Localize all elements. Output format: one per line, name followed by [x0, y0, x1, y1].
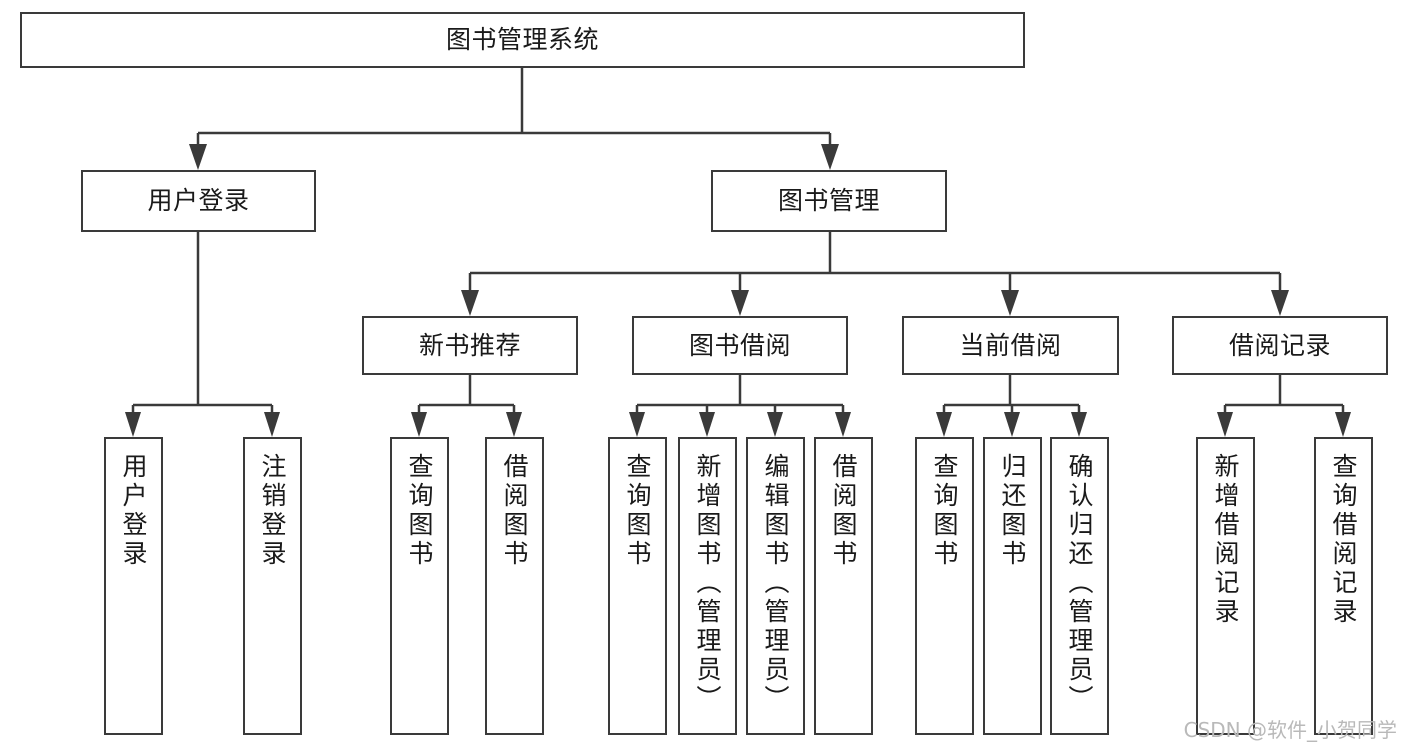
node-book-borrow[interactable]: 图书借阅: [632, 316, 848, 375]
node-label: 用户登录: [119, 453, 148, 569]
node-root-book-management-system[interactable]: 图书管理系统: [20, 12, 1025, 68]
node-leaf-add-borrow-record[interactable]: 新增借阅记录: [1196, 437, 1255, 735]
node-label: 归还图书: [998, 453, 1027, 569]
node-leaf-query-book-2[interactable]: 查询图书: [608, 437, 667, 735]
arrow-leaf-edit-book: [767, 412, 783, 437]
node-label: 用户登录: [147, 186, 250, 215]
node-leaf-return-book[interactable]: 归还图书: [983, 437, 1042, 735]
arrow-leaf-return-book: [1004, 412, 1020, 437]
node-new-book-recommend[interactable]: 新书推荐: [362, 316, 578, 375]
node-label: 查询借阅记录: [1329, 453, 1358, 627]
watermark-text: CSDN @软件_小贺同学: [1183, 718, 1397, 742]
node-label: 借阅图书: [500, 453, 529, 569]
arrow-leaf-borrow-book-2: [835, 412, 851, 437]
node-label: 新增图书（管理员）: [693, 453, 722, 714]
node-label: 编辑图书（管理员）: [761, 453, 790, 714]
node-label: 借阅记录: [1228, 330, 1331, 360]
node-leaf-borrow-book-1[interactable]: 借阅图书: [485, 437, 544, 735]
node-label: 查询图书: [623, 453, 652, 569]
node-leaf-query-book-1[interactable]: 查询图书: [390, 437, 449, 735]
arrow-leaf-query-book-2: [629, 412, 645, 437]
node-leaf-user-login[interactable]: 用户登录: [104, 437, 163, 735]
arrow-leaf-user-login: [125, 412, 141, 437]
arrow-leaf-add-book: [699, 412, 715, 437]
node-label: 确认归还（管理员）: [1065, 453, 1094, 714]
node-leaf-confirm-return[interactable]: 确认归还（管理员）: [1050, 437, 1109, 735]
node-book-management[interactable]: 图书管理: [711, 170, 947, 232]
arrow-leaf-query-book-3: [936, 412, 952, 437]
node-leaf-logout-login[interactable]: 注销登录: [243, 437, 302, 735]
arrow-borrow-record: [1271, 290, 1289, 316]
arrow-book-borrow: [731, 290, 749, 316]
node-leaf-edit-book[interactable]: 编辑图书（管理员）: [746, 437, 805, 735]
node-label: 注销登录: [258, 453, 287, 569]
arrow-leaf-confirm-return: [1071, 412, 1087, 437]
node-current-borrow[interactable]: 当前借阅: [902, 316, 1119, 375]
arrow-leaf-borrow-book-1: [506, 412, 522, 437]
node-leaf-query-borrow-record[interactable]: 查询借阅记录: [1314, 437, 1373, 735]
arrow-leaf-add-borrow-record: [1217, 412, 1233, 437]
arrow-new-book-recommend: [461, 290, 479, 316]
arrow-user-login: [189, 144, 207, 170]
node-borrow-record[interactable]: 借阅记录: [1172, 316, 1388, 375]
node-label: 图书借阅: [688, 330, 791, 360]
node-label: 借阅图书: [829, 453, 858, 569]
node-leaf-add-book[interactable]: 新增图书（管理员）: [678, 437, 737, 735]
node-leaf-borrow-book-2[interactable]: 借阅图书: [814, 437, 873, 735]
node-label: 当前借阅: [959, 330, 1062, 360]
arrow-leaf-query-book-1: [411, 412, 427, 437]
arrow-leaf-logout-login: [264, 412, 280, 437]
arrow-book-management: [821, 144, 839, 170]
node-label: 查询图书: [405, 453, 434, 569]
node-label: 图书管理: [777, 186, 880, 215]
node-label: 图书管理系统: [445, 25, 599, 54]
node-label: 新书推荐: [418, 330, 521, 360]
node-leaf-query-book-3[interactable]: 查询图书: [915, 437, 974, 735]
node-label: 新增借阅记录: [1211, 453, 1240, 627]
node-label: 查询图书: [930, 453, 959, 569]
arrow-leaf-query-borrow-record: [1335, 412, 1351, 437]
arrow-current-borrow: [1001, 290, 1019, 316]
node-user-login[interactable]: 用户登录: [81, 170, 316, 232]
